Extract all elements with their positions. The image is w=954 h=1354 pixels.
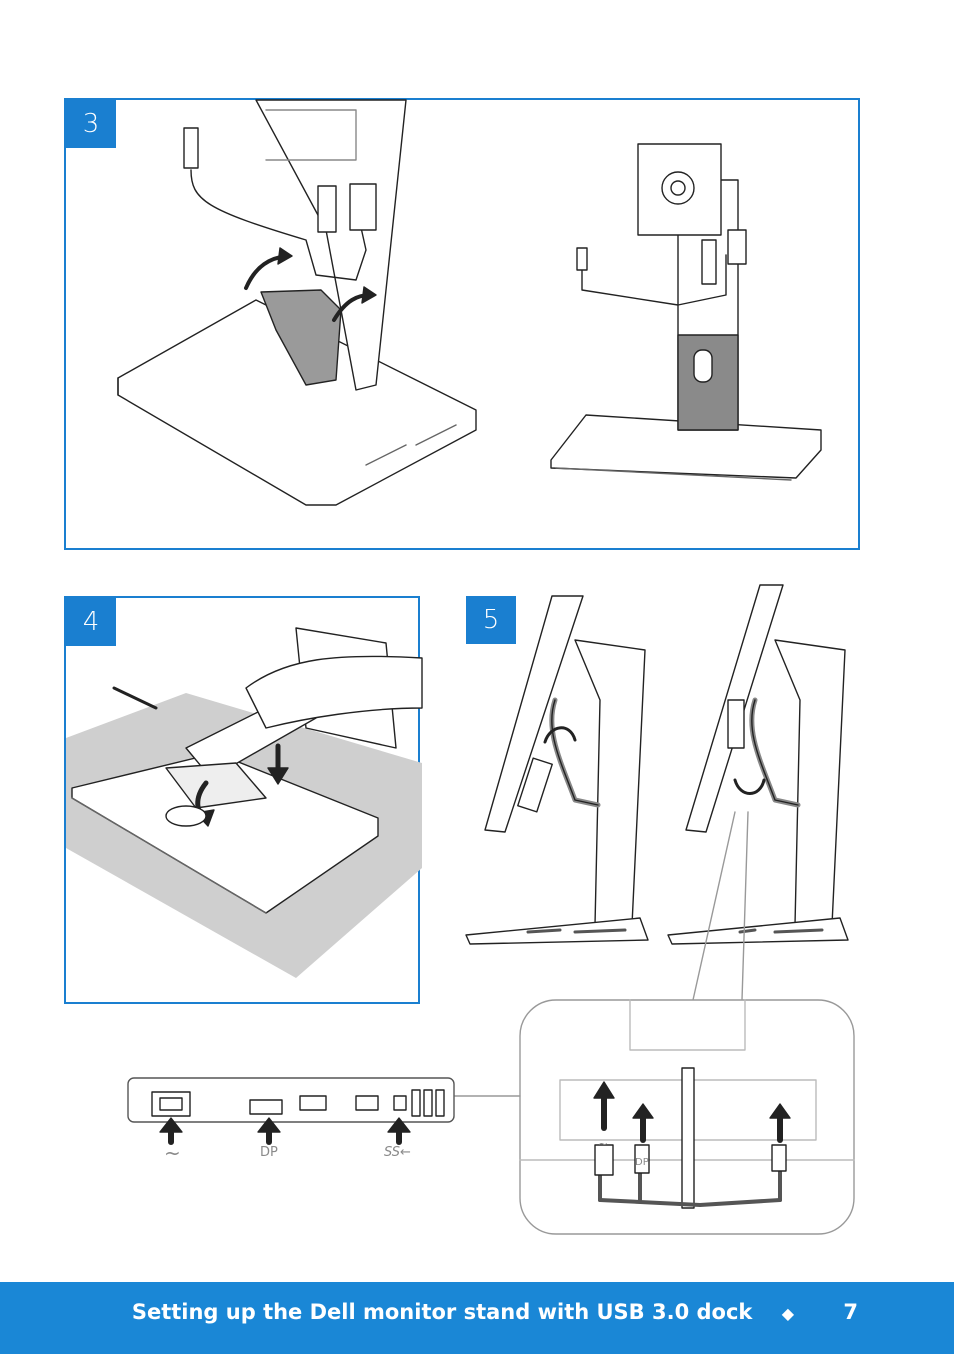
monitor-panel-right <box>685 584 784 833</box>
cable-line <box>112 686 158 710</box>
step-3-badge: 3 <box>66 100 116 148</box>
vesa-plate-right <box>637 143 722 236</box>
footer-title-row: Setting up the Dell monitor stand with U… <box>132 1300 794 1324</box>
logo <box>165 805 207 827</box>
stand-base-right <box>550 414 822 479</box>
step-5-badge: 5 <box>466 596 516 644</box>
usb-plug-left <box>183 127 199 169</box>
rear-panel <box>127 1077 455 1123</box>
hand <box>245 655 423 729</box>
cable-power-label: ~ <box>598 1137 608 1151</box>
step-3-illustration <box>117 99 822 506</box>
cable-cover-left <box>260 289 342 386</box>
footer-title: Setting up the Dell monitor stand with U… <box>131 1300 753 1324</box>
dp-port <box>249 1099 283 1115</box>
usb-port <box>393 1095 407 1111</box>
step-5-panel: 5 <box>466 596 518 646</box>
dock-right <box>667 917 849 945</box>
cable-left <box>190 169 367 281</box>
step-4-illustration <box>66 627 423 978</box>
step-4-badge: 4 <box>66 598 116 646</box>
footer-separator: ◆ <box>781 1304 794 1323</box>
cable-cover-right <box>677 334 739 431</box>
stand-left <box>574 639 646 926</box>
stand-right <box>774 639 846 926</box>
cable-loop-left <box>549 697 601 808</box>
power-label: ~ <box>164 1141 181 1165</box>
usb-label: SS← <box>384 1145 411 1160</box>
power-plug-left <box>349 183 377 231</box>
power-port <box>151 1091 191 1117</box>
cable-right <box>581 254 727 306</box>
dp-plug-left <box>317 185 337 233</box>
page-number: 7 <box>843 1300 858 1324</box>
stand-column-left <box>255 99 407 391</box>
cable-loop-right <box>749 697 801 808</box>
step-4-panel: 4 <box>64 596 423 1004</box>
footer-bar: Setting up the Dell monitor stand with U… <box>0 1282 954 1354</box>
step-3-panel: 3 <box>64 98 860 550</box>
cable-dp-label: DP <box>635 1157 649 1168</box>
zoom-detail <box>519 999 855 1235</box>
dp-label: DP <box>260 1145 278 1160</box>
dock-left <box>465 917 649 945</box>
